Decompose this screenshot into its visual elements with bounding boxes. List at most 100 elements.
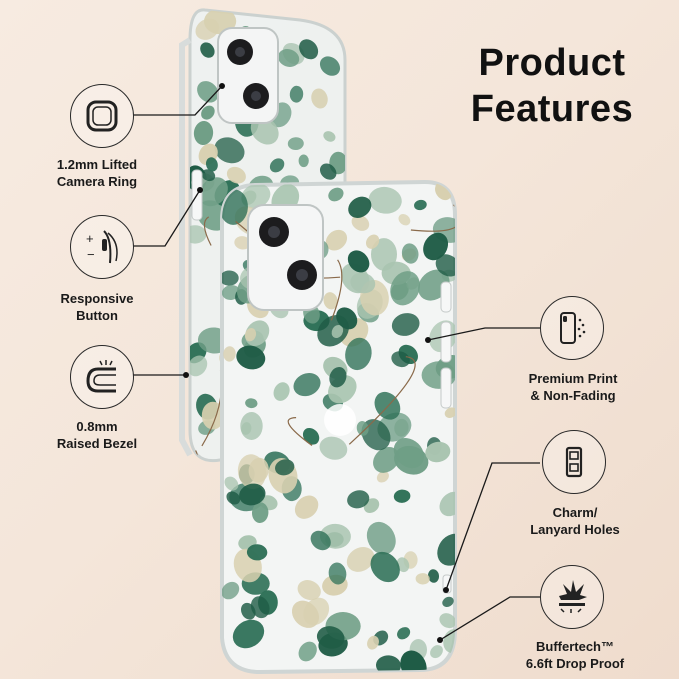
leaf bbox=[437, 533, 455, 566]
leaf bbox=[391, 351, 410, 368]
leaf-stem bbox=[203, 216, 212, 246]
leaf bbox=[273, 382, 290, 401]
leaf bbox=[311, 88, 328, 109]
leaf bbox=[391, 313, 420, 336]
leaf bbox=[319, 56, 341, 76]
leaf bbox=[415, 573, 430, 585]
drop-proof-label: Buffertech™ 6.6ft Drop Proof bbox=[525, 639, 625, 671]
leaf bbox=[251, 502, 269, 523]
premium-print-label: Premium Print & Non-Fading bbox=[528, 371, 618, 403]
leaf bbox=[373, 446, 400, 473]
leaf-stem bbox=[330, 259, 343, 321]
leaf bbox=[367, 635, 379, 650]
lanyard-hole-icon bbox=[542, 430, 606, 494]
leaf bbox=[423, 232, 449, 261]
leaf bbox=[390, 271, 420, 306]
leaf bbox=[350, 272, 376, 294]
raised-bezel-label: 0.8mm Raised Bezel bbox=[56, 419, 138, 451]
leaf bbox=[336, 307, 358, 330]
leaf-stem bbox=[348, 356, 416, 445]
leaf bbox=[193, 121, 214, 145]
responsive-button-label: Responsive Button bbox=[60, 291, 134, 323]
leaf bbox=[316, 626, 345, 649]
leaf bbox=[237, 454, 267, 490]
leaf-stem bbox=[410, 204, 455, 232]
leaf bbox=[275, 459, 295, 476]
impact-burst-icon bbox=[540, 565, 604, 629]
leaf bbox=[222, 270, 239, 286]
leaf bbox=[348, 196, 372, 218]
phone-print-icon bbox=[540, 296, 604, 360]
plus-minus-button-icon: + − bbox=[70, 215, 134, 279]
leaf bbox=[430, 645, 443, 659]
leaf bbox=[200, 42, 215, 58]
leaf-stem bbox=[287, 417, 313, 446]
leaf bbox=[356, 421, 369, 436]
leaf bbox=[361, 419, 391, 451]
leaf bbox=[245, 398, 258, 409]
leaf bbox=[346, 546, 375, 572]
leaf bbox=[246, 544, 268, 561]
leaf bbox=[444, 407, 455, 418]
page-title: Product Features bbox=[470, 42, 634, 130]
leaf bbox=[351, 214, 370, 231]
leaf bbox=[323, 292, 338, 310]
leaf bbox=[199, 177, 228, 207]
leaf bbox=[376, 471, 389, 483]
leaf bbox=[205, 157, 218, 172]
leaf bbox=[435, 254, 455, 277]
leaf bbox=[427, 569, 440, 583]
leaf bbox=[400, 650, 427, 672]
leaf bbox=[278, 49, 300, 67]
leaf bbox=[226, 491, 241, 505]
leaf bbox=[347, 490, 370, 509]
leaf bbox=[393, 438, 425, 469]
leaf bbox=[297, 580, 321, 601]
leaf bbox=[366, 521, 396, 555]
leaf bbox=[425, 441, 451, 463]
leaf bbox=[329, 367, 347, 388]
leaf bbox=[224, 476, 239, 491]
leaf bbox=[298, 154, 309, 168]
leaf bbox=[250, 596, 270, 619]
leaf bbox=[439, 613, 455, 629]
leaf bbox=[190, 355, 208, 377]
leaf bbox=[190, 225, 207, 244]
leaf bbox=[298, 641, 317, 662]
leaf bbox=[310, 530, 331, 551]
leaf bbox=[232, 619, 265, 649]
leaf bbox=[442, 596, 454, 608]
leaf bbox=[325, 229, 348, 251]
leaf bbox=[401, 243, 419, 264]
leaf bbox=[214, 137, 245, 164]
leaf bbox=[291, 600, 320, 628]
leaf bbox=[414, 199, 427, 211]
leaf bbox=[197, 81, 219, 103]
leaf bbox=[201, 169, 216, 182]
leaf bbox=[226, 166, 246, 184]
leaf bbox=[397, 627, 411, 640]
leaf bbox=[234, 236, 251, 250]
leaf bbox=[244, 328, 257, 342]
leaf bbox=[370, 551, 400, 583]
leaf bbox=[287, 137, 304, 151]
leaf bbox=[222, 581, 240, 600]
leaf bbox=[368, 186, 402, 214]
leaf bbox=[439, 491, 455, 517]
bezel-edge-icon bbox=[70, 345, 134, 409]
leaf bbox=[201, 105, 215, 120]
leaf bbox=[239, 483, 266, 506]
leaf bbox=[289, 85, 304, 103]
leaf bbox=[240, 412, 263, 440]
camera-ring-label: 1.2mm Lifted Camera Ring bbox=[56, 157, 138, 189]
leaf bbox=[345, 337, 372, 371]
leaf bbox=[328, 187, 344, 202]
leaf bbox=[365, 234, 380, 249]
leaf bbox=[223, 346, 236, 362]
leaf bbox=[294, 495, 319, 519]
leaf bbox=[331, 325, 344, 338]
leaf bbox=[328, 562, 347, 585]
camera-ring-icon bbox=[70, 84, 134, 148]
